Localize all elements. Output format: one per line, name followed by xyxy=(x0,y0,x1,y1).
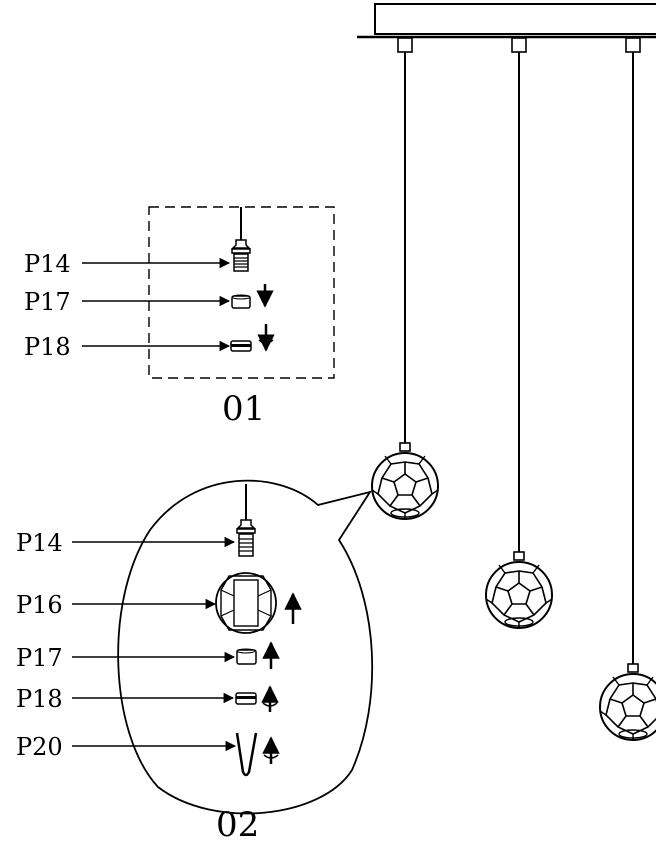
ring-icon xyxy=(231,294,251,309)
globe-shade-icon xyxy=(215,572,277,634)
part-label: P20 xyxy=(16,733,63,761)
socket-icon xyxy=(231,239,251,272)
rotate-arrow-icon xyxy=(262,702,278,707)
faceted-globe-pendant-icon xyxy=(599,663,656,741)
clip-icon xyxy=(235,732,258,777)
part-label: P17 xyxy=(16,644,63,672)
part-label: P18 xyxy=(24,333,71,361)
part-label: P17 xyxy=(24,288,71,316)
part-label: P16 xyxy=(16,591,63,619)
faceted-globe-pendant-icon xyxy=(485,551,553,629)
detail-02: P14 P16 P17 P18 P20 02 xyxy=(16,479,374,841)
nut-icon xyxy=(230,340,252,352)
nut-icon xyxy=(235,692,257,705)
rotate-arrow-icon xyxy=(258,339,274,344)
detail-01: P14 P17 P18 01 xyxy=(24,206,335,429)
part-label: P18 xyxy=(16,685,63,713)
callout-bubble xyxy=(117,479,374,815)
faceted-globe-pendant-icon xyxy=(371,442,439,520)
step-label: 02 xyxy=(216,805,259,841)
detail-01-frame xyxy=(148,206,335,379)
ceiling-canopy-icon xyxy=(357,3,656,53)
step-label: 01 xyxy=(222,389,265,429)
socket-icon xyxy=(236,519,256,557)
part-label: P14 xyxy=(16,529,63,557)
part-label: P14 xyxy=(24,250,71,278)
ring-icon xyxy=(236,648,257,665)
rotate-arrow-icon xyxy=(263,754,279,759)
